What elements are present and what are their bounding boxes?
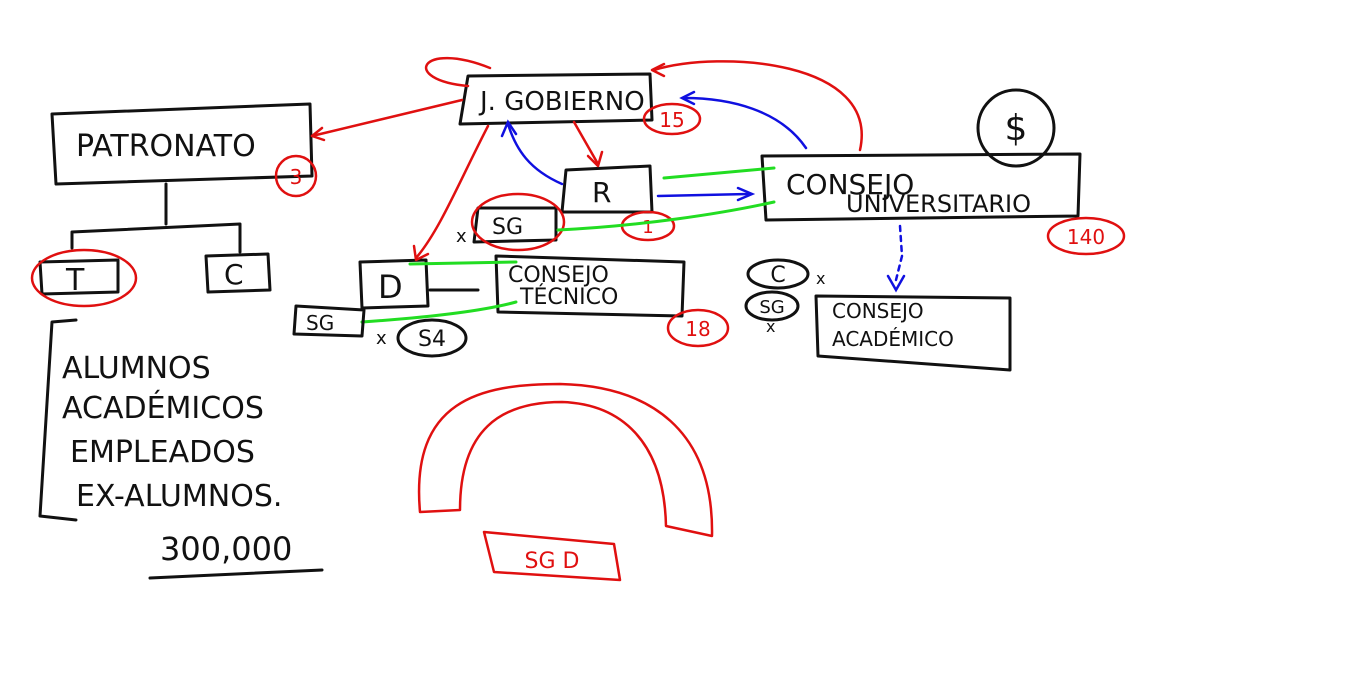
members-total: 300,000 bbox=[160, 530, 292, 568]
cu-to-gobierno-blue-arrow bbox=[682, 96, 808, 150]
consejo-universitario-line2: UNIVERSITARIO bbox=[846, 190, 1031, 218]
total-underline bbox=[148, 568, 324, 580]
gobierno-to-patronato-arrow bbox=[310, 98, 464, 138]
junta-gobierno-label: J. GOBIERNO bbox=[478, 87, 645, 117]
s4-label: S4 bbox=[418, 327, 446, 352]
ca-c-label: C bbox=[770, 263, 785, 288]
sg-bottom-mark: x bbox=[376, 328, 387, 349]
t-node: T bbox=[38, 258, 120, 298]
director-node: D bbox=[358, 258, 430, 310]
ct-count: 18 bbox=[685, 317, 710, 341]
gobierno-self-loop bbox=[424, 57, 492, 88]
member-alumnos: ALUMNOS bbox=[62, 351, 211, 386]
gate-arch bbox=[417, 382, 714, 538]
rector-to-gobierno-blue-arrow bbox=[506, 122, 564, 186]
c-node: C bbox=[204, 252, 272, 294]
sg-bottom-label: SG bbox=[306, 311, 334, 335]
rector-count: 1 bbox=[642, 217, 653, 238]
consejo-tecnico-line2: TÉCNICO bbox=[519, 284, 618, 310]
ca-sg-label: SG bbox=[759, 297, 784, 318]
ca-sg-circle bbox=[744, 290, 800, 322]
junta-gobierno-node: J. GOBIERNO bbox=[458, 72, 654, 126]
arrowhead bbox=[650, 62, 666, 78]
consejo-universitario-node: CONSEJO UNIVERSITARIO bbox=[760, 152, 1082, 222]
sg-top-circle bbox=[470, 192, 566, 252]
sg-top-mark: x bbox=[456, 226, 467, 247]
arrowhead bbox=[586, 150, 604, 168]
ca-sg-mark: x bbox=[766, 317, 775, 336]
patronato-node: PATRONATO bbox=[50, 102, 314, 186]
consejo-academico-line1: CONSEJO bbox=[832, 299, 924, 323]
rector-label: R bbox=[592, 176, 611, 209]
patronato-tree-lines bbox=[70, 182, 242, 254]
director-label: D bbox=[378, 268, 403, 306]
cu-count: 140 bbox=[1067, 225, 1105, 249]
s4-circle bbox=[396, 318, 468, 358]
arrowhead bbox=[310, 126, 326, 142]
arrowhead bbox=[679, 90, 696, 106]
consejo-tecnico-line1: CONSEJO bbox=[508, 263, 609, 288]
gobierno-count-circle bbox=[642, 102, 702, 136]
member-academicos: ACADÉMICOS bbox=[62, 390, 264, 426]
gate-label: SG D bbox=[525, 549, 580, 574]
sg-top-label: SG bbox=[492, 215, 523, 240]
arrowhead bbox=[736, 186, 756, 202]
sg-top-node: SG bbox=[472, 206, 558, 244]
consejo-universitario-line1: CONSEJO bbox=[786, 168, 914, 201]
cu-to-academico-dotted-arrow bbox=[894, 224, 904, 282]
gate-base bbox=[482, 530, 622, 582]
cu-count-circle bbox=[1046, 216, 1126, 256]
gobierno-count: 15 bbox=[659, 108, 684, 132]
t-circle bbox=[30, 248, 138, 308]
rector-node: R bbox=[560, 164, 654, 214]
t-label: T bbox=[65, 263, 85, 298]
members-bracket bbox=[38, 318, 78, 522]
consejo-academico-node: CONSEJO ACADÉMICO bbox=[814, 294, 1012, 372]
consejo-tecnico-node: CONSEJO TÉCNICO bbox=[494, 254, 686, 318]
sg-cu-green-line bbox=[556, 200, 776, 232]
arrowhead bbox=[500, 119, 518, 138]
patronato-label: PATRONATO bbox=[76, 129, 256, 164]
c-label: C bbox=[224, 258, 244, 291]
ca-c-mark: x bbox=[816, 269, 825, 288]
director-ct-green-line bbox=[408, 260, 518, 266]
arrowhead bbox=[412, 244, 430, 262]
patronato-count: 3 bbox=[290, 165, 303, 189]
gobierno-to-director-arrow bbox=[414, 124, 490, 260]
dollar-circle bbox=[976, 88, 1056, 168]
member-empleados: EMPLEADOS bbox=[70, 435, 255, 470]
sg-ct-green-line bbox=[360, 300, 518, 324]
consejo-academico-line2: ACADÉMICO bbox=[832, 327, 954, 351]
rector-cu-green-line bbox=[662, 166, 776, 180]
member-exalumnos: EX-ALUMNOS. bbox=[76, 479, 282, 514]
ca-c-circle bbox=[746, 258, 810, 290]
gobierno-to-rector-arrow bbox=[572, 120, 600, 166]
ct-count-circle bbox=[666, 308, 730, 348]
dollar-label: $ bbox=[1005, 108, 1028, 149]
rector-to-cu-blue-arrow bbox=[656, 192, 750, 198]
cu-to-gobierno-arrow bbox=[652, 60, 863, 152]
arrowhead bbox=[886, 274, 906, 293]
sg-bottom-node: SG bbox=[292, 304, 366, 338]
patronato-count-circle bbox=[274, 154, 318, 198]
